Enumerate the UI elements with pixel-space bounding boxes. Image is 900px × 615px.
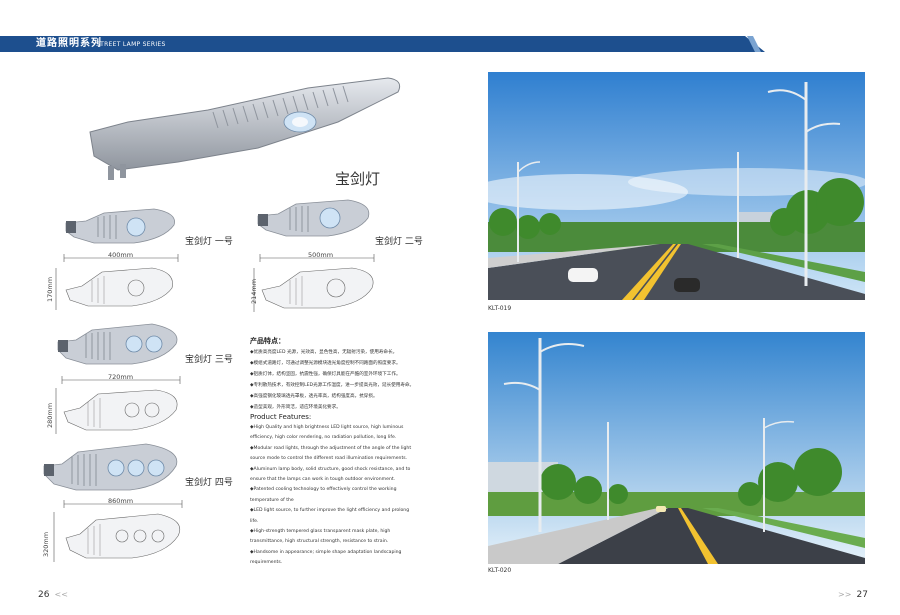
model-2-width: 500mm bbox=[308, 251, 334, 259]
model-3-dimension-drawing bbox=[55, 376, 181, 434]
model-4-label: 宝剑灯 四号 bbox=[185, 478, 233, 488]
features-en-item: ◆Modular road lights, through the adjust… bbox=[250, 445, 412, 462]
product-name: 宝剑灯 bbox=[335, 170, 381, 188]
features-cn-item: ◆铝质灯体，结构坚固，抗震性强，确保灯具能在严酷的室外环境下工作。 bbox=[250, 372, 401, 378]
features-cn-item: ◆优质高亮度LED 光源，光效高，显色性高，无辐射污染，使用寿命长。 bbox=[250, 350, 398, 355]
model-1-width: 400mm bbox=[108, 251, 134, 259]
page-arrow-right: >> bbox=[838, 590, 852, 599]
features-en-title: Product Features: bbox=[250, 413, 312, 421]
features-en-item: ◆Aluminum lamp body, solid structure, go… bbox=[250, 466, 411, 483]
street-photo-klt-019 bbox=[488, 72, 865, 300]
page-arrow-left: << bbox=[54, 590, 68, 599]
model-4-width: 860mm bbox=[108, 497, 134, 505]
model-3-width: 720mm bbox=[108, 373, 134, 381]
model-3-label: 宝剑灯 三号 bbox=[185, 355, 233, 365]
model-1-height: 170mm bbox=[46, 276, 54, 302]
lamp-model-3-image bbox=[57, 323, 178, 365]
features-en-item: ◆LED light source, to further improve th… bbox=[250, 508, 410, 524]
lamp-model-2-image bbox=[257, 199, 370, 237]
features-cn-item: ◆模组式道路灯，可通过调整光源模块透光角度控制不同路面的照度要求。 bbox=[250, 361, 401, 367]
lamp-model-1-image bbox=[65, 208, 175, 244]
series-title-cn: 道路照明系列 bbox=[36, 38, 102, 49]
series-title-en: STREET LAMP SERIES bbox=[96, 41, 166, 48]
model-4-dimension-drawing bbox=[53, 500, 183, 562]
features-cn-title: 产品特点： bbox=[250, 337, 285, 345]
model-1-label: 宝剑灯 一号 bbox=[185, 237, 233, 247]
street-photo-klt-020 bbox=[488, 332, 865, 564]
features-en-item: ◆High-strength tempered glass transparen… bbox=[250, 529, 391, 545]
page-number-right-value: 27 bbox=[856, 590, 868, 600]
features-cn-item: ◆造型美观，外形简洁，适应环境美化要求。 bbox=[250, 405, 341, 411]
page-number-left-value: 26 bbox=[38, 590, 50, 600]
page-number-right: >> 27 bbox=[838, 582, 868, 601]
model-2-height: 214mm bbox=[250, 278, 258, 304]
features-en-item: ◆Handsome in appearance; simple shape ad… bbox=[250, 549, 402, 566]
features-en-item: ◆Patented cooling technology to effectiv… bbox=[250, 487, 397, 503]
photo-caption-klt-019: KLT-019 bbox=[488, 305, 512, 312]
features-en-list: ◆High Quality and high brightness LED li… bbox=[250, 423, 418, 569]
model-2-dimension-drawing bbox=[253, 254, 375, 312]
model-1-dimension-drawing bbox=[55, 254, 179, 310]
hero-lamp-image bbox=[89, 77, 401, 180]
header-banner bbox=[0, 36, 765, 52]
model-2-label: 宝剑灯 二号 bbox=[375, 237, 423, 247]
model-4-height: 320mm bbox=[42, 531, 50, 557]
features-cn-item: ◆高强度钢化玻璃透光罩板，透光率高，结构强度高，抗穿损。 bbox=[250, 394, 378, 400]
photo-caption-klt-020: KLT-020 bbox=[488, 567, 512, 574]
features-cn-list: ◆优质高亮度LED 光源，光效高，显色性高，无辐射污染，使用寿命长。 ◆模组式道… bbox=[250, 347, 450, 414]
model-3-height: 280mm bbox=[46, 402, 54, 428]
page-number-left: 26 << bbox=[38, 582, 68, 601]
features-cn-item: ◆专利散热技术，有效控制LED光源工作温度，进一步提高光效，延长使用寿命。 bbox=[250, 383, 415, 389]
features-en-item: ◆High Quality and high brightness LED li… bbox=[250, 425, 404, 441]
lamp-model-4-image bbox=[43, 443, 178, 491]
